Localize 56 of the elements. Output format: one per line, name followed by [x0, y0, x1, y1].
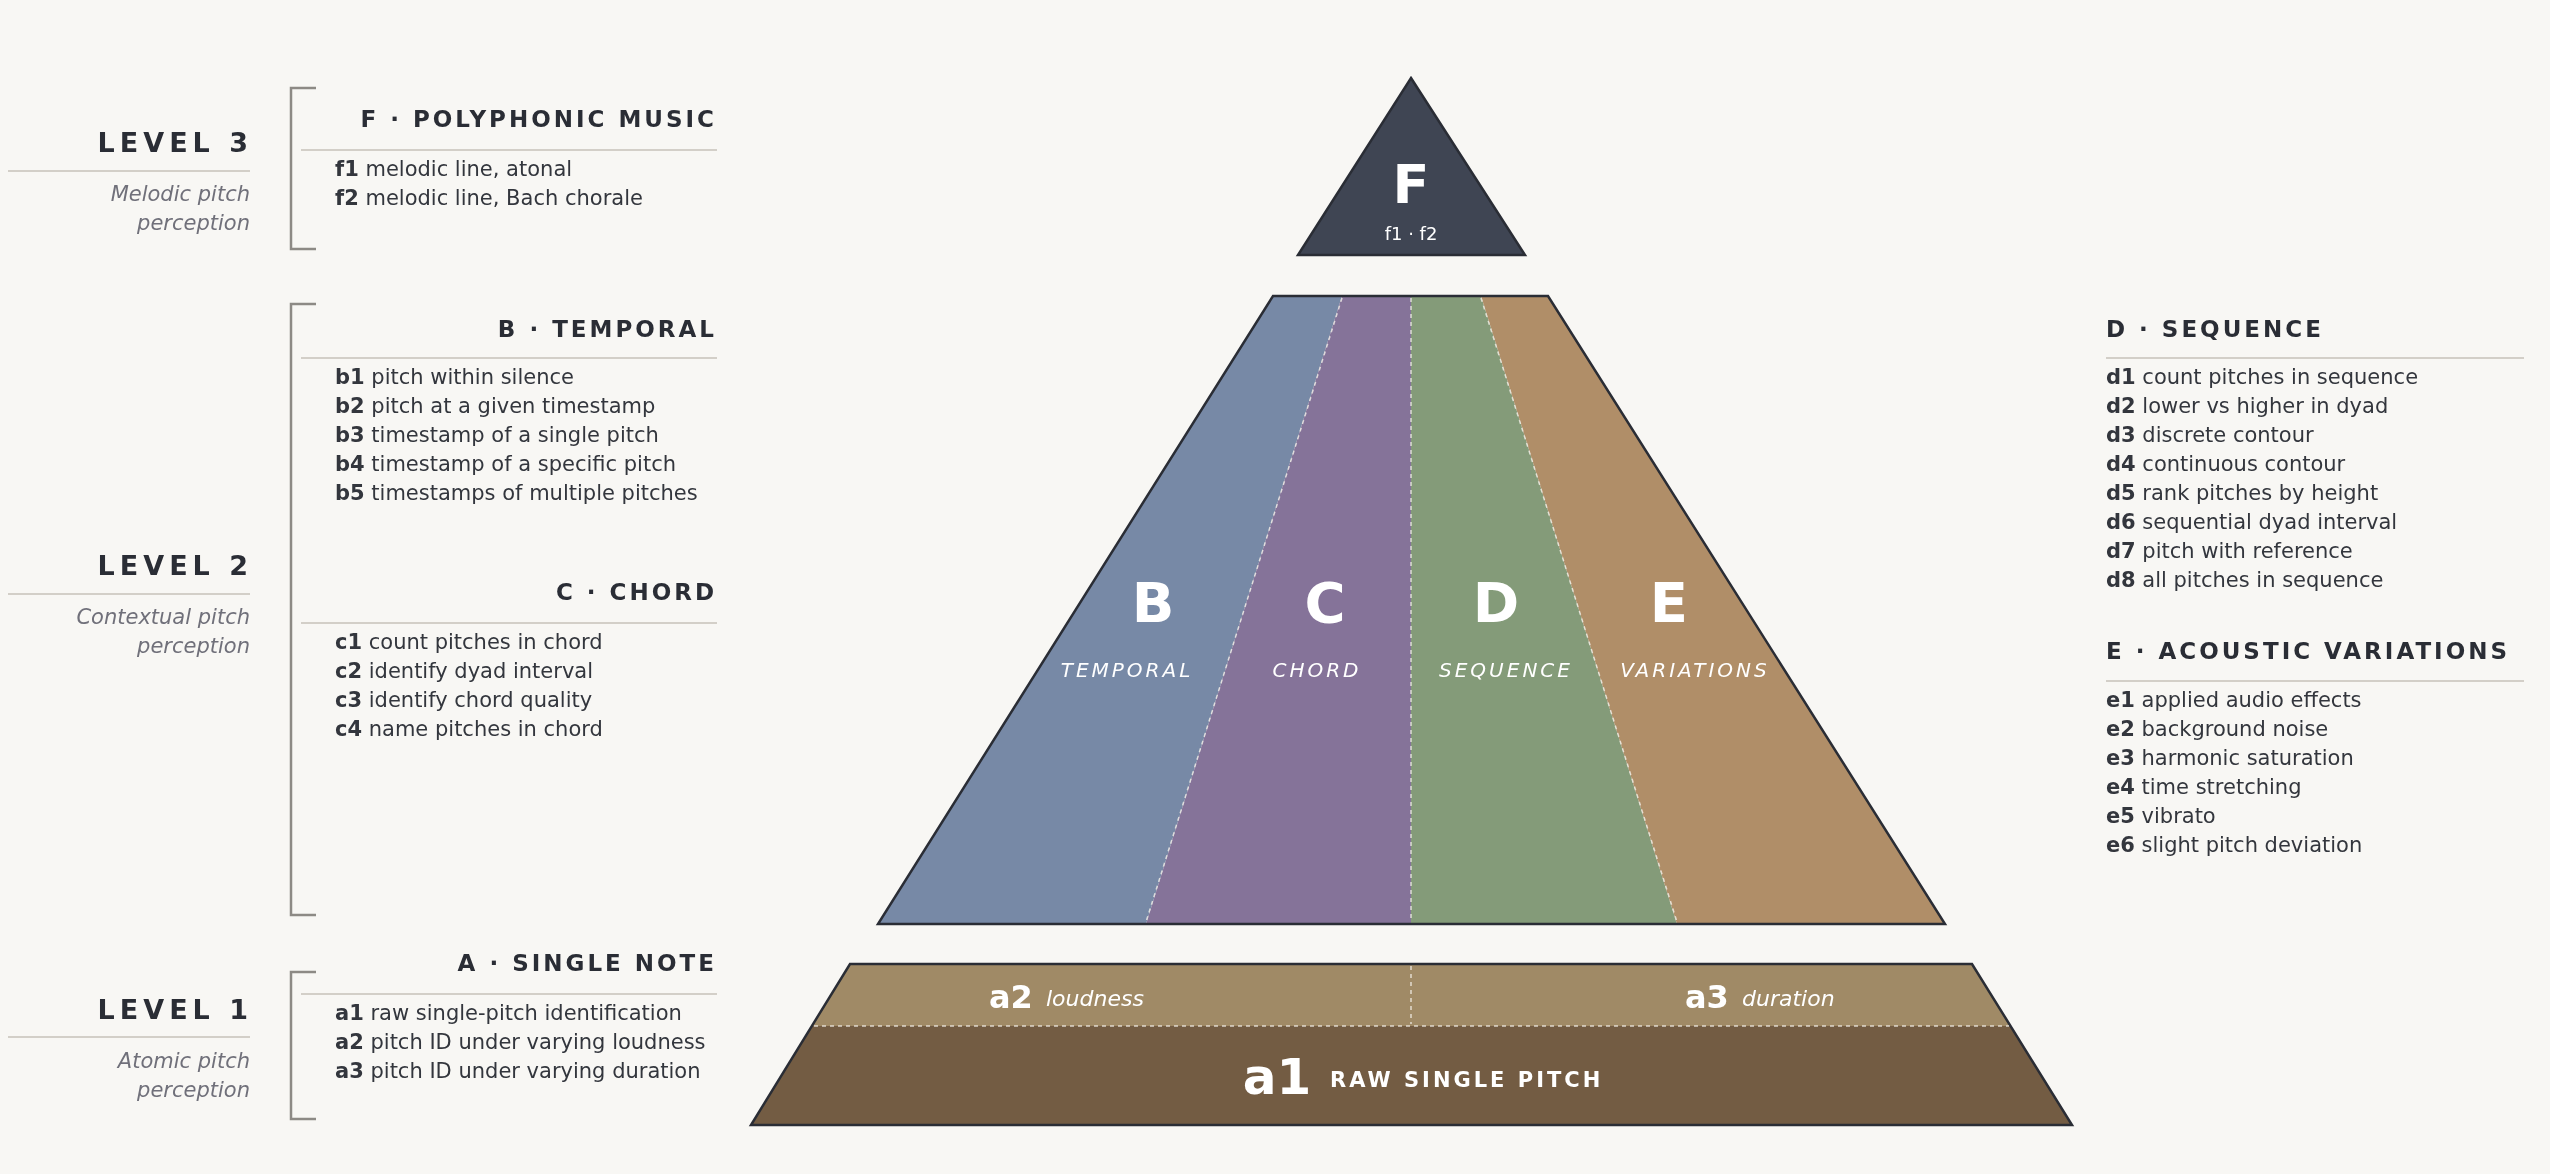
- task-item: c4 name pitches in chord: [335, 716, 603, 743]
- section-heading: E · ACOUSTIC VARIATIONS: [2106, 638, 2510, 664]
- task-item: d4 continuous contour: [2106, 451, 2346, 478]
- task-item: c2 identify dyad interval: [335, 658, 594, 685]
- task-item: b5 timestamps of multiple pitches: [335, 480, 698, 507]
- band-caption: duration: [1742, 985, 1835, 1011]
- task-item: d2 lower vs higher in dyad: [2106, 393, 2389, 420]
- task-item: c3 identify chord quality: [335, 687, 593, 714]
- section-heading: D · SEQUENCE: [2106, 316, 2324, 342]
- task-item: d5 rank pitches by height: [2106, 480, 2379, 507]
- band-caption: RAW SINGLE PITCH: [1330, 1068, 1604, 1092]
- level-title: LEVEL 1: [97, 994, 253, 1025]
- section-heading: A · SINGLE NOTE: [457, 950, 717, 976]
- section-heading: C · CHORD: [555, 579, 717, 605]
- segment-letter: B: [1131, 569, 1175, 635]
- level-title: LEVEL 2: [97, 550, 253, 581]
- task-item: b3 timestamp of a single pitch: [335, 422, 659, 449]
- task-item: d1 count pitches in sequence: [2106, 364, 2419, 391]
- section-heading: F · POLYPHONIC MUSIC: [360, 106, 717, 132]
- task-item: e6 slight pitch deviation: [2106, 832, 2363, 859]
- task-item: f2 melodic line, Bach chorale: [335, 185, 643, 212]
- band-code: a2: [989, 978, 1033, 1016]
- level-description: Contextual pitch perception: [75, 604, 250, 660]
- task-item: b4 timestamp of a specific pitch: [335, 451, 677, 478]
- task-item: a2 pitch ID under varying loudness: [335, 1029, 706, 1056]
- task-item: a3 pitch ID under varying duration: [335, 1058, 701, 1085]
- task-item: d7 pitch with reference: [2106, 538, 2353, 565]
- level-description: Atomic pitch perception: [116, 1048, 250, 1104]
- band-code: a1: [1242, 1048, 1312, 1106]
- task-item: e3 harmonic saturation: [2106, 745, 2354, 772]
- task-item: e4 time stretching: [2106, 774, 2302, 801]
- task-item: e1 applied audio effects: [2106, 687, 2362, 714]
- segment-letter: E: [1649, 569, 1689, 635]
- task-item: a1 raw single-pitch identification: [335, 1000, 682, 1027]
- band-code: a3: [1685, 978, 1729, 1016]
- segment-caption: f1 · f2: [1384, 222, 1438, 244]
- segment-letter: F: [1392, 152, 1430, 216]
- segment-letter: C: [1304, 569, 1346, 635]
- task-item: e2 background noise: [2106, 716, 2329, 743]
- task-item: d3 discrete contour: [2106, 422, 2314, 449]
- segment-caption: VARIATIONS: [1620, 658, 1770, 682]
- band-caption: loudness: [1046, 985, 1144, 1011]
- task-item: d8 all pitches in sequence: [2106, 567, 2384, 594]
- task-item: d6 sequential dyad interval: [2106, 509, 2398, 536]
- segment-caption: CHORD: [1272, 658, 1362, 682]
- segment-letter: D: [1472, 569, 1520, 635]
- task-item: f1 melodic line, atonal: [335, 156, 573, 183]
- level-description: Melodic pitch perception: [109, 181, 250, 237]
- task-item: b2 pitch at a given timestamp: [335, 393, 656, 420]
- task-item: e5 vibrato: [2106, 803, 2216, 830]
- level-title: LEVEL 3: [97, 127, 253, 158]
- segment-caption: TEMPORAL: [1060, 658, 1194, 682]
- task-item: c1 count pitches in chord: [335, 629, 603, 656]
- task-item: b1 pitch within silence: [335, 364, 574, 391]
- segment-caption: SEQUENCE: [1439, 658, 1573, 682]
- section-heading: B · TEMPORAL: [497, 316, 717, 342]
